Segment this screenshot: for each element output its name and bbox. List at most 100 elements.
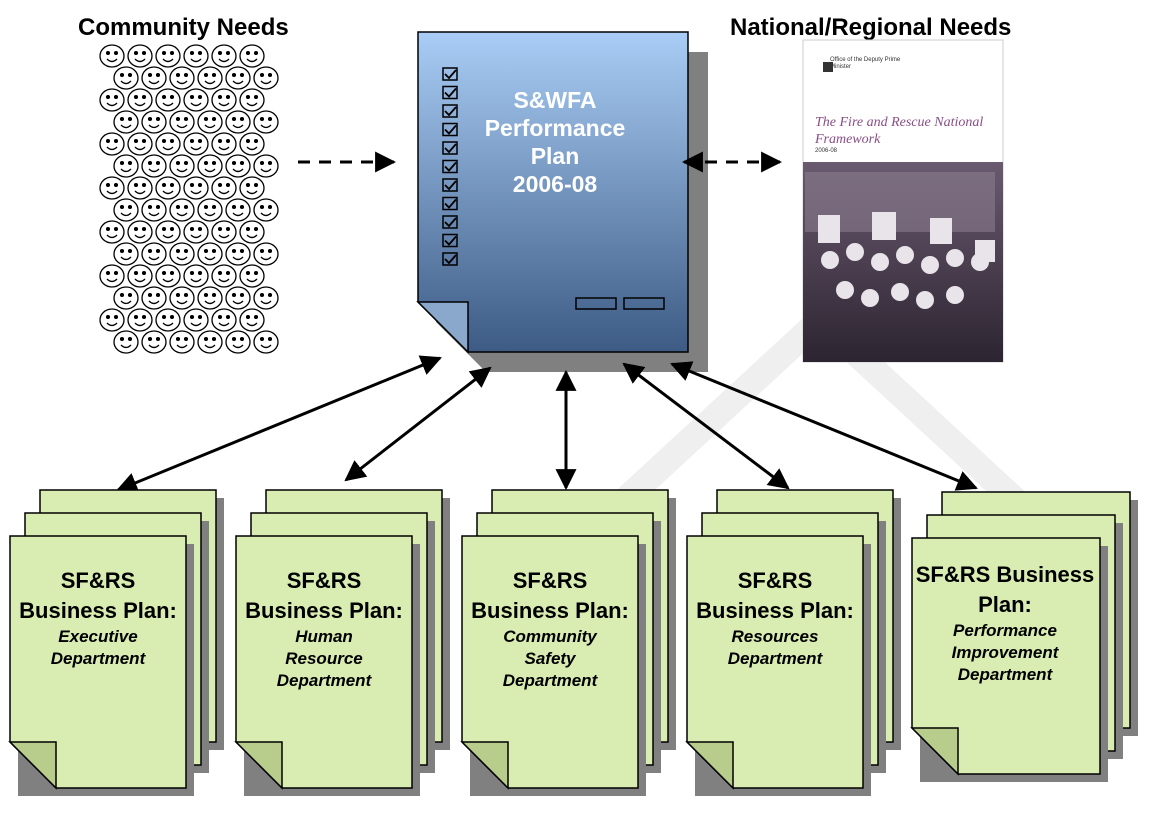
business-plan-stack [8,489,224,796]
plan-button-2 [623,297,665,310]
face-icon [183,132,209,156]
face-icon [253,66,279,90]
face-icon [113,330,139,354]
face-icon [155,308,181,332]
face-icon [211,44,237,68]
face-icon [197,242,223,266]
business-plan-stacks [8,489,1138,796]
face-icon [127,44,153,68]
crowd-illustration [99,44,279,354]
face-icon [197,154,223,178]
face-icon [239,176,265,200]
checkbox-icon [442,215,458,229]
face-icon [183,88,209,112]
national-regional-needs-heading: National/Regional Needs [730,14,1012,41]
business-plan-page [235,535,413,789]
face-icon [169,110,195,134]
face-icon [141,66,167,90]
face-icon [197,330,223,354]
face-icon [141,330,167,354]
face-icon [253,286,279,310]
face-icon [113,286,139,310]
face-icon [239,88,265,112]
face-icon [99,220,125,244]
face-icon [155,44,181,68]
cover-year-text: 2006-08 [815,148,838,154]
face-icon [183,308,209,332]
face-icon [155,220,181,244]
face-icon [225,66,251,90]
connector-human-resource [344,366,492,482]
face-icon [169,286,195,310]
face-icon [225,154,251,178]
face-icon [253,110,279,134]
face-icon [99,308,125,332]
face-icon [225,198,251,222]
face-icon [127,220,153,244]
face-icon [253,154,279,178]
face-icon [211,176,237,200]
business-plan-page [461,535,639,789]
face-icon [127,264,153,288]
page-fold [685,741,734,790]
face-icon [141,198,167,222]
connector-executive [116,355,442,493]
checkbox-icon [442,233,458,248]
face-icon [99,88,125,112]
face-icon [155,88,181,112]
business-plan-label-human-resource: SF&RS Business Plan: Human Resource Depa… [245,568,403,690]
face-icon [239,44,265,68]
business-plan-page [686,535,864,789]
face-icon [169,198,195,222]
face-icon [239,220,265,244]
business-plan-stack [685,489,901,796]
face-icon [113,198,139,222]
checkbox-list [442,67,458,266]
face-icon [211,308,237,332]
checkbox-icon [442,196,458,211]
framework-cover-image [802,39,1004,363]
face-icon [155,132,181,156]
face-icon [197,286,223,310]
page-fold [460,741,509,790]
page-fold [910,727,959,776]
face-icon [211,132,237,156]
performance-plan-title: S&WFA Performance Plan 2006-08 [484,87,626,197]
business-plan-label-community-safety: SF&RS Business Plan: Community Safety De… [471,568,629,690]
performance-plan-document [416,31,708,372]
business-plan-page [911,537,1101,775]
business-plan-stack [910,491,1138,782]
face-icon [127,132,153,156]
face-icon [183,220,209,244]
face-icon [169,242,195,266]
connector-performance-improvement [670,361,978,491]
face-icon [141,286,167,310]
face-icon [211,88,237,112]
face-icon [141,110,167,134]
checkbox-icon [442,159,458,174]
face-icon [253,198,279,222]
checkbox-icon [442,67,458,81]
checkbox-icon [442,252,458,266]
face-icon [239,308,265,332]
face-icon [239,264,265,288]
face-icon [127,308,153,332]
face-icon [197,110,223,134]
face-icon [169,330,195,354]
face-icon [155,264,181,288]
face-icon [113,66,139,90]
business-plan-label-performance-improvement: SF&RS Business Plan: Performance Improve… [915,562,1095,684]
business-plan-stack [234,489,450,796]
children-photo [818,212,995,309]
business-plan-stack [460,489,676,796]
face-icon [113,242,139,266]
checkbox-icon [442,85,458,100]
community-needs-heading: Community Needs [78,14,289,41]
page-fold [8,741,57,790]
face-icon [99,44,125,68]
face-icon [211,264,237,288]
plan-button-1 [575,297,617,310]
face-icon [113,154,139,178]
checkbox-icon [442,141,458,155]
